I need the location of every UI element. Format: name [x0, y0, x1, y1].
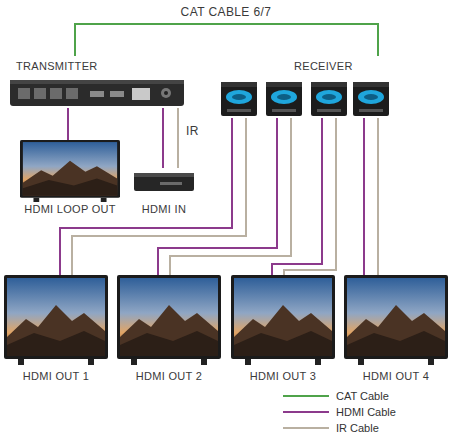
- device-label: HDMI OUT 4: [363, 370, 429, 383]
- device-label: HDMI OUT 2: [136, 370, 202, 383]
- device-label: HDMI IN: [142, 203, 186, 216]
- device-label: RECEIVER: [294, 60, 353, 73]
- tv-set: [231, 275, 335, 365]
- tv-set: [4, 275, 108, 365]
- transmitter-body: [10, 80, 184, 106]
- ir-jack-hole: [164, 91, 168, 95]
- receiver-unit: [266, 82, 302, 116]
- receiver-unit: [221, 82, 257, 116]
- tv-box: HDMI OUT 1: [4, 275, 108, 385]
- tv-set: [344, 275, 448, 365]
- rj45-port: [50, 88, 62, 99]
- rj45-port: [66, 88, 78, 99]
- hdmi-cable: [363, 118, 365, 275]
- legend-text: IR Cable: [336, 422, 379, 434]
- hdmi-cable: [162, 108, 164, 168]
- device-label: TRANSMITTER: [16, 60, 98, 73]
- device-label: HDMI LOOP OUT: [24, 203, 116, 216]
- ir-cable: [284, 118, 336, 275]
- tv-set: [20, 140, 120, 202]
- tv-set: [117, 275, 221, 365]
- hdmi-cable: [272, 118, 322, 275]
- transmitter-box: TRANSMITTER: [8, 56, 186, 108]
- hdmi-cable: [60, 118, 232, 275]
- rj45-port: [34, 88, 46, 99]
- player-top: [134, 173, 194, 177]
- media-player: [134, 173, 194, 191]
- legend-text: CAT Cable: [336, 390, 389, 402]
- legend: CAT CableHDMI Cable IR Cable: [283, 388, 396, 434]
- receiver-unit: [353, 82, 389, 116]
- legend-text: HDMI Cable: [336, 406, 396, 418]
- legend-row: IR Cable: [283, 420, 396, 434]
- tv-box: HDMI LOOP OUT: [18, 140, 122, 218]
- ir-cable: [377, 118, 379, 275]
- badge: [132, 88, 150, 100]
- player-slot: [160, 182, 182, 185]
- hdmi-cable: [158, 118, 277, 275]
- player-body: [134, 173, 194, 191]
- ir-cable: [170, 118, 291, 275]
- tv-box: HDMI OUT 3: [231, 275, 335, 385]
- legend-row: HDMI Cable: [283, 404, 396, 420]
- legend-line: [283, 395, 329, 397]
- transmitter-device: [10, 80, 184, 106]
- legend-sample: [283, 391, 329, 401]
- transmitter-top: [10, 80, 184, 84]
- legend-line: [283, 427, 329, 429]
- hdmi-port: [110, 91, 124, 97]
- player-box: HDMI IN: [128, 168, 200, 218]
- receiver-box: RECEIVER: [214, 56, 396, 118]
- hdmi-port: [90, 91, 104, 97]
- hdmi-cable: [67, 108, 69, 140]
- receiver-unit: [311, 82, 347, 116]
- device-label: HDMI OUT 1: [23, 370, 89, 383]
- tv-box: HDMI OUT 4: [344, 275, 448, 385]
- cable-label: CAT CABLE 6/7: [178, 5, 275, 19]
- ir-jack: [161, 88, 171, 98]
- rj45-port: [18, 88, 30, 99]
- cable-label: IR: [183, 124, 202, 138]
- device-label: HDMI OUT 3: [250, 370, 316, 383]
- legend-row: CAT Cable: [283, 388, 396, 404]
- legend-line: [283, 411, 329, 413]
- cat-cable: [75, 24, 378, 56]
- tv-box: HDMI OUT 2: [117, 275, 221, 385]
- legend-sample: [283, 407, 329, 417]
- legend-sample: [283, 423, 329, 433]
- ir-cable: [177, 108, 179, 168]
